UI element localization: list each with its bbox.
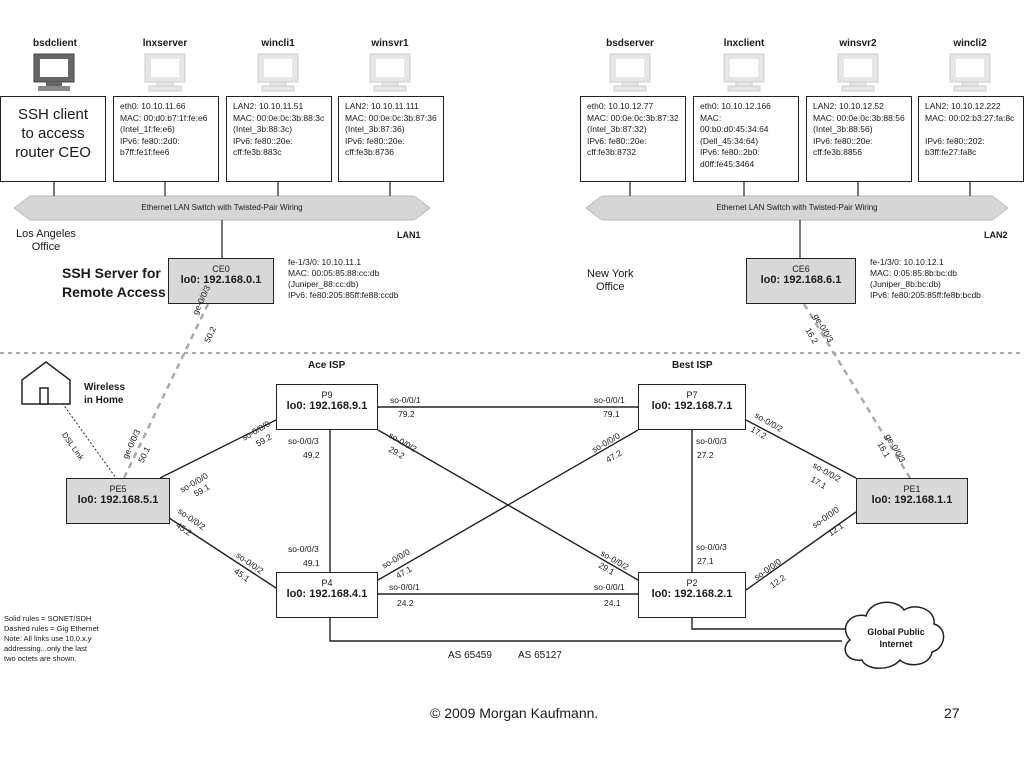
host-box-bsdserver: eth0: 10.10.12.77 MAC: 00:0e:0c:3b:87:32… [580,96,686,182]
copyright-footer: © 2009 Morgan Kaufmann. [430,705,599,721]
router-p2-name: P2 [686,578,698,588]
home-house-icon [21,361,71,405]
pc-icons [33,53,75,91]
host-box-bsdclient: SSH client to access router CEO [0,96,106,182]
router-p7: P7 lo0: 192.168.7.1 [638,384,746,430]
router-p9-name: P9 [321,390,333,400]
ce6-info: fe-1/3/0: 10.10.12.1 MAC: 0:05:85:8b:bc:… [870,257,981,300]
iface-p7-so001-ip: 79.1 [603,409,620,419]
host-name-lnxserver: lnxserver [142,38,188,49]
iface-p4-so003-ip: 49.1 [303,558,320,568]
iface-p9-so003: so-0/0/3 [288,436,319,446]
wireless-home-label: Wireless in Home [84,382,126,406]
as-right-label: AS 65127 [518,650,562,661]
host-name-lnxclient: lnxclient [723,38,765,49]
router-pe1-name: PE1 [903,484,921,494]
la-office-label: Los Angeles Office [16,228,76,253]
router-p4-name: P4 [321,578,333,588]
host-box-lnxserver: eth0: 10.10.11.66 MAC: 00:d0:b7:1f:fe:e6… [113,96,219,182]
router-p7-lo: lo0: 192.168.7.1 [651,400,733,412]
iface-p2-so003: so-0/0/3 [696,542,727,552]
ny-office-label: New York Office [587,268,634,293]
router-pe5-lo: lo0: 192.168.5.1 [77,494,159,506]
router-pe1: PE1 lo0: 192.168.1.1 [856,478,968,524]
router-p4: P4 lo0: 192.168.4.1 [276,572,378,618]
host-box-wincli2: LAN2: 10.10.12.222 MAC: 00:02:b3:27:fa:8… [918,96,1024,182]
internet-cloud-shape [844,601,945,669]
router-ce6-lo: lo0: 192.168.6.1 [760,274,842,286]
router-p2-lo: lo0: 192.168.2.1 [651,588,733,600]
host-name-bsdserver: bsdserver [606,38,654,49]
page-number: 27 [944,705,960,721]
iface-p4-so001: so-0/0/1 [389,582,420,592]
router-ce6: CE6 lo0: 192.168.6.1 [746,258,856,304]
host-box-lnxclient: eth0: 10.10.12.166 MAC: 00:b0:d0:45:34:6… [693,96,799,182]
router-p4-lo: lo0: 192.168.4.1 [286,588,368,600]
lan1-switch-shape [13,195,431,221]
iface-p7-so001: so-0/0/1 [594,395,625,405]
iface-p2-so003-ip: 27.1 [697,556,714,566]
iface-p7-so003: so-0/0/3 [696,436,727,446]
lan1-switch-label: Ethernet LAN Switch with Twisted-Pair Wi… [141,203,303,212]
host-box-winsvr1: LAN2: 10.10.11.111 MAC: 00:0e:0c:3b:87:3… [338,96,444,182]
host-name-wincli1: wincli1 [261,38,295,49]
iface-p2-so001: so-0/0/1 [594,582,625,592]
lan2-switch-shape [585,195,1009,221]
internet-label: Global Public Internet [867,627,925,649]
best-isp-label: Best ISP [672,360,713,371]
iface-p4-so003: so-0/0/3 [288,544,319,554]
router-p9: P9 lo0: 192.168.9.1 [276,384,378,430]
router-p9-lo: lo0: 192.168.9.1 [286,400,368,412]
lan1-label: LAN1 [397,230,421,240]
ace-isp-label: Ace ISP [308,360,346,371]
host-name-winsvr1: winsvr1 [371,38,409,49]
iface-p2-so001-ip: 24.1 [604,598,621,608]
iface-p9-so001: so-0/0/1 [390,395,421,405]
router-pe5: PE5 lo0: 192.168.5.1 [66,478,170,524]
iface-p9-so001-ip: 79.2 [398,409,415,419]
ce0-info: fe-1/3/0: 10.10.11.1 MAC: 00:05:85:88:cc… [288,257,399,300]
router-ce0-lo: lo0: 192.168.0.1 [180,274,262,286]
router-p7-name: P7 [686,390,698,400]
host-box-winsvr2: LAN2: 10.10.12.52 MAC: 00:0e:0c:3b:88:56… [806,96,912,182]
legend-note: Solid rules = SONET/SDH Dashed rules = G… [4,614,99,663]
iface-p4-so001-ip: 24.2 [397,598,414,608]
router-ce0-name: CE0 [212,264,230,274]
ssh-server-label: SSH Server for Remote Access [62,265,166,300]
iface-p7-so003-ip: 27.2 [697,450,714,460]
host-name-wincli2: wincli2 [953,38,987,49]
router-ce0: CE0 lo0: 192.168.0.1 [168,258,274,304]
host-name-bsdclient: bsdclient [33,38,77,49]
host-name-winsvr2: winsvr2 [839,38,877,49]
lan2-switch-label: Ethernet LAN Switch with Twisted-Pair Wi… [716,203,878,212]
router-p2: P2 lo0: 192.168.2.1 [638,572,746,618]
host-box-wincli1: LAN2: 10.10.11.51 MAC: 00:0e:0c:3b:88:3c… [226,96,332,182]
router-pe1-lo: lo0: 192.168.1.1 [871,494,953,506]
lan2-label: LAN2 [984,230,1008,240]
router-pe5-name: PE5 [109,484,127,494]
router-ce6-name: CE6 [792,264,810,274]
iface-p9-so003-ip: 49.2 [303,450,320,460]
as-left-label: AS 65459 [448,650,492,661]
